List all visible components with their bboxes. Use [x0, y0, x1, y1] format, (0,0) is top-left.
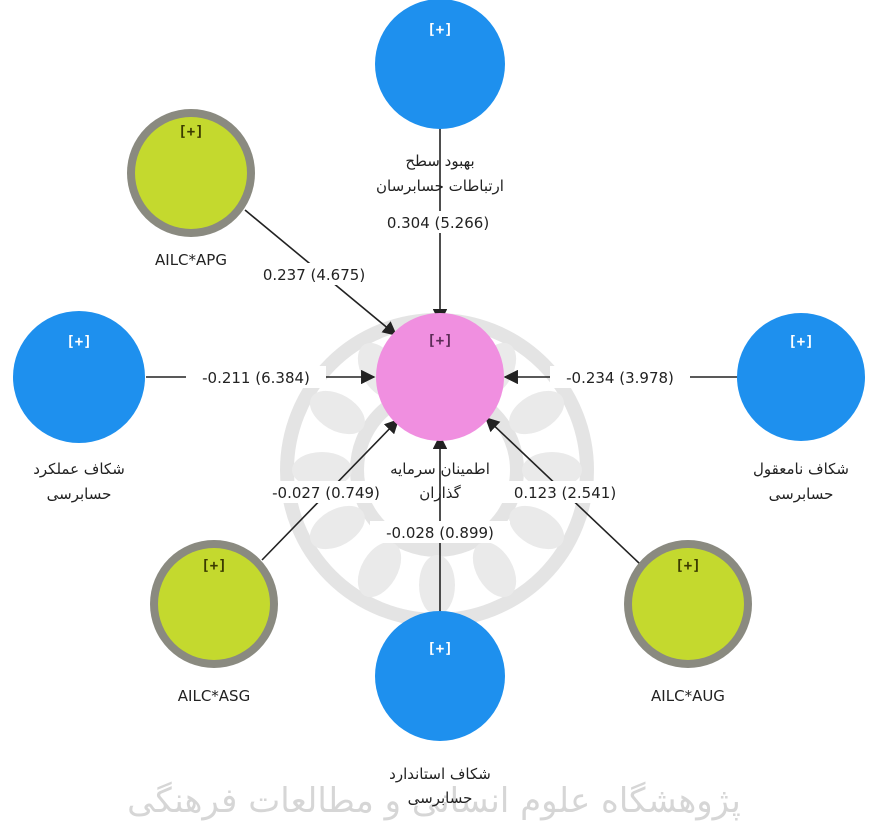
node-performance-gap[interactable]: [+] شکاف عملکرد حسابرسی [13, 311, 145, 503]
watermark-petal [357, 542, 402, 598]
construct-label: AILC*AUG [651, 687, 725, 705]
watermark-petal [292, 452, 352, 488]
expand-toggle[interactable]: [+] [675, 558, 700, 574]
node-aug[interactable]: [+] AILC*AUG [624, 540, 752, 705]
coef-communication: 0.304 (5.266) [387, 214, 489, 232]
node-apg[interactable]: [+] AILC*APG [127, 109, 255, 269]
construct-label: شکاف استاندارد [389, 765, 491, 783]
construct-label: حسابرسی [769, 485, 834, 503]
node-communication[interactable]: [+] بهبود سطح ارتباطات حسابرسان [375, 0, 505, 195]
watermark-petal [509, 390, 565, 435]
construct-label: گذاران [419, 484, 461, 502]
watermark-petal [309, 390, 365, 435]
construct-circle[interactable] [737, 313, 865, 441]
endogenous-circle[interactable] [376, 313, 504, 441]
node-asg[interactable]: [+] AILC*ASG [150, 540, 278, 705]
watermark-petal [309, 505, 365, 550]
construct-label: بهبود سطح [405, 152, 474, 170]
expand-toggle[interactable]: [+] [66, 334, 91, 350]
construct-label: شکاف عملکرد [33, 460, 125, 478]
construct-label: حسابرسی [408, 789, 473, 807]
construct-circle[interactable] [375, 0, 505, 129]
coef-apg: 0.237 (4.675) [263, 266, 365, 284]
expand-toggle[interactable]: [+] [788, 334, 813, 350]
expand-toggle[interactable]: [+] [201, 558, 226, 574]
watermark-petal [509, 505, 565, 550]
construct-label: AILC*ASG [178, 687, 250, 705]
node-reasonableness-gap[interactable]: [+] شکاف نامعقول حسابرسی [737, 313, 865, 503]
construct-label: شکاف نامعقول [753, 460, 849, 478]
watermark-petal [472, 542, 517, 598]
expand-toggle[interactable]: [+] [427, 641, 452, 657]
construct-circle[interactable] [13, 311, 145, 443]
watermark-petal [522, 452, 582, 488]
coef-asg: -0.027 (0.749) [272, 484, 380, 502]
node-standards-gap[interactable]: [+] شکاف استاندارد حسابرسی [375, 611, 505, 807]
construct-label: ارتباطات حسابرسان [376, 177, 504, 195]
watermark-petal [419, 555, 455, 615]
path-coefficients: 0.304 (5.266) 0.237 (4.675) -0.211 (6.38… [186, 211, 690, 543]
watermark-text: پژوهشگاه علوم انسانی و مطالعات فرهنگی [127, 781, 741, 821]
coef-reasonableness-gap: -0.234 (3.978) [566, 369, 674, 387]
coef-performance-gap: -0.211 (6.384) [202, 369, 310, 387]
construct-label: اطمینان سرمایه [390, 460, 490, 478]
node-investor-confidence[interactable]: [+] اطمینان سرمایه گذاران [376, 313, 504, 502]
construct-circle[interactable] [375, 611, 505, 741]
expand-toggle[interactable]: [+] [427, 22, 452, 38]
moderator-circle[interactable] [632, 548, 744, 660]
construct-label: AILC*APG [155, 251, 227, 269]
coef-standards-gap: -0.028 (0.899) [386, 524, 494, 542]
expand-toggle[interactable]: [+] [427, 333, 452, 349]
moderator-circle[interactable] [158, 548, 270, 660]
coef-aug: 0.123 (2.541) [514, 484, 616, 502]
expand-toggle[interactable]: [+] [178, 124, 203, 140]
moderator-circle[interactable] [135, 117, 247, 229]
construct-label: حسابرسی [47, 485, 112, 503]
